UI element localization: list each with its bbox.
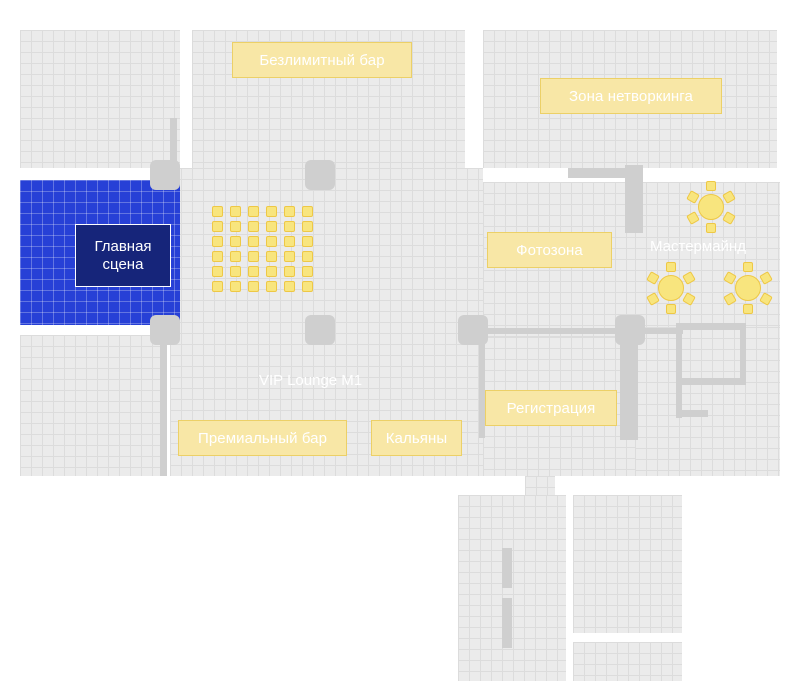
round-table <box>658 275 684 301</box>
wall-vertical-right <box>625 165 643 233</box>
theater-chair <box>284 236 295 247</box>
zone-label-unlimited-bar[interactable]: Безлимитный бар <box>232 42 412 78</box>
round-table-chair <box>743 304 753 314</box>
wall-vertical-left-lower <box>160 340 167 476</box>
theater-chair <box>230 236 241 247</box>
room-networking <box>483 30 777 168</box>
zone-label-vip-lounge[interactable]: VIP Lounge M1 <box>259 372 363 389</box>
main-stage-label[interactable]: Главная сцена <box>75 224 171 287</box>
theater-chair <box>284 281 295 292</box>
wall-right-box-top <box>676 323 746 330</box>
theater-chair <box>248 251 259 262</box>
zone-label-hookahs[interactable]: Кальяны <box>371 420 462 456</box>
theater-chair <box>302 236 313 247</box>
column-5 <box>458 315 488 345</box>
zone-label-mastermind[interactable]: Мастермайнд <box>650 238 746 255</box>
round-table-chair <box>666 262 676 272</box>
theater-chair <box>212 206 223 217</box>
theater-chair <box>230 221 241 232</box>
theater-chair <box>212 236 223 247</box>
zone-label-photozone[interactable]: Фотозона <box>487 232 612 268</box>
wall-right-box-bottom <box>676 410 708 417</box>
wall-lower-corridor-2 <box>502 598 512 648</box>
wall-right-box-right <box>740 323 746 385</box>
theater-chair <box>266 236 277 247</box>
wall-right-box-mid <box>682 378 746 385</box>
theater-chair <box>266 266 277 277</box>
theater-chair <box>248 206 259 217</box>
wall-right-box-left <box>676 323 682 418</box>
wall-vertical-left <box>170 118 177 178</box>
theater-chair <box>266 281 277 292</box>
round-table-chair <box>706 181 716 191</box>
room-top-left <box>20 30 180 168</box>
main-stage-area[interactable] <box>20 180 180 325</box>
main-stage-label-line2: сцена <box>102 255 144 273</box>
theater-chair <box>212 266 223 277</box>
theater-chair <box>284 251 295 262</box>
theater-chair <box>230 281 241 292</box>
round-table-chair <box>666 304 676 314</box>
round-table-chair <box>706 223 716 233</box>
round-table <box>698 194 724 220</box>
round-table-chair <box>743 262 753 272</box>
column-1 <box>150 160 180 190</box>
room-lower-right-top <box>573 495 682 633</box>
theater-chair <box>266 251 277 262</box>
theater-chair <box>212 251 223 262</box>
wall-vertical-right-lower <box>620 320 638 440</box>
zone-label-premium-bar[interactable]: Премиальный бар <box>178 420 347 456</box>
theater-chair <box>248 236 259 247</box>
column-6 <box>615 315 645 345</box>
theater-chair <box>284 221 295 232</box>
wall-vertical-middle <box>479 318 485 438</box>
theater-chair <box>248 281 259 292</box>
theater-chair <box>266 221 277 232</box>
column-4 <box>305 315 335 345</box>
theater-chair <box>248 266 259 277</box>
theater-chair <box>302 251 313 262</box>
column-3 <box>150 315 180 345</box>
zone-label-networking[interactable]: Зона нетворкинга <box>540 78 722 114</box>
room-lower-left-corridor <box>458 495 566 681</box>
theater-chair <box>248 221 259 232</box>
theater-chair <box>284 206 295 217</box>
column-2 <box>305 160 335 190</box>
theater-chair <box>212 281 223 292</box>
room-right-lower <box>635 327 780 476</box>
wall-horizontal-mid <box>483 328 683 334</box>
theater-chair <box>302 281 313 292</box>
theater-chair <box>284 266 295 277</box>
room-bottom-left <box>20 335 160 476</box>
theater-chair <box>266 206 277 217</box>
wall-lower-corridor-1 <box>502 548 512 588</box>
corridor-link <box>525 476 555 495</box>
theater-chair <box>230 251 241 262</box>
main-stage-label-line1: Главная <box>94 237 152 255</box>
theater-chair <box>230 266 241 277</box>
zone-label-registration[interactable]: Регистрация <box>485 390 617 426</box>
room-mastermind <box>635 182 780 327</box>
round-table <box>735 275 761 301</box>
theater-chair <box>302 221 313 232</box>
wall-horizontal-top-right <box>568 168 643 178</box>
theater-chair <box>230 206 241 217</box>
theater-chair <box>302 206 313 217</box>
theater-chair <box>212 221 223 232</box>
room-lower-right-bottom <box>573 642 682 681</box>
theater-chair <box>302 266 313 277</box>
